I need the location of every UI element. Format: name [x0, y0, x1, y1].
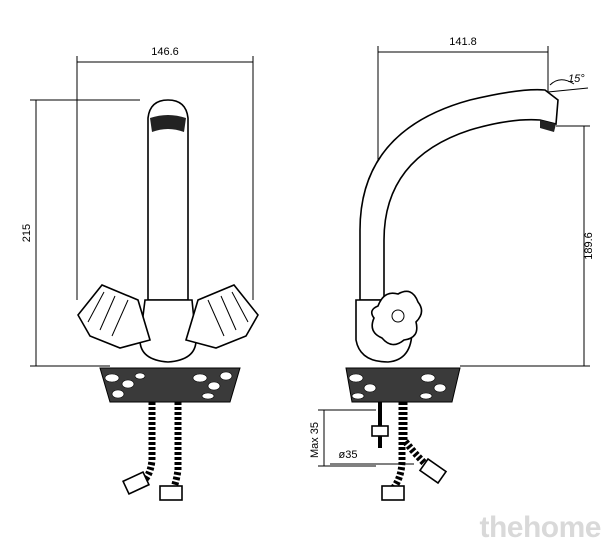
- side-angle-leg: [547, 87, 589, 93]
- front-height-label: 215: [21, 224, 33, 242]
- side-aerator: [540, 120, 556, 132]
- front-right-handle: [184, 284, 259, 349]
- side-angle-label: 15°: [568, 73, 585, 85]
- side-stud-nut: [371, 425, 389, 437]
- front-left-hose-nut: [122, 470, 150, 496]
- side-handle-cap: [391, 309, 405, 323]
- front-width-label: 146.6: [151, 46, 179, 58]
- front-right-hose: [168, 402, 182, 494]
- front-left-handle-ribs: [87, 291, 129, 337]
- side-diameter-label: ø35: [339, 449, 358, 461]
- side-spout: [359, 88, 559, 301]
- side-left-hose: [389, 402, 406, 493]
- front-base-pebbles: [104, 371, 233, 400]
- front-left-handle: [77, 284, 152, 349]
- side-base-pebbles: [348, 373, 447, 400]
- side-right-hose-nut: [418, 457, 448, 485]
- side-height-label: 189.6: [583, 232, 595, 260]
- front-view: 146.6 215: [21, 46, 259, 501]
- front-spout: [147, 99, 189, 301]
- side-left-hose-nut: [381, 485, 405, 501]
- watermark-logo: thehome: [479, 511, 601, 544]
- side-view: 141.8 15° 189.6: [309, 36, 595, 501]
- front-aerator: [150, 115, 186, 132]
- front-body: [139, 299, 197, 363]
- front-left-hose: [136, 402, 156, 488]
- side-max-label: Max 35: [309, 422, 321, 458]
- side-angle-arc: [549, 79, 575, 86]
- front-right-hose-nut: [159, 485, 183, 501]
- front-right-handle-ribs: [207, 291, 249, 337]
- side-reach-label: 141.8: [449, 36, 477, 48]
